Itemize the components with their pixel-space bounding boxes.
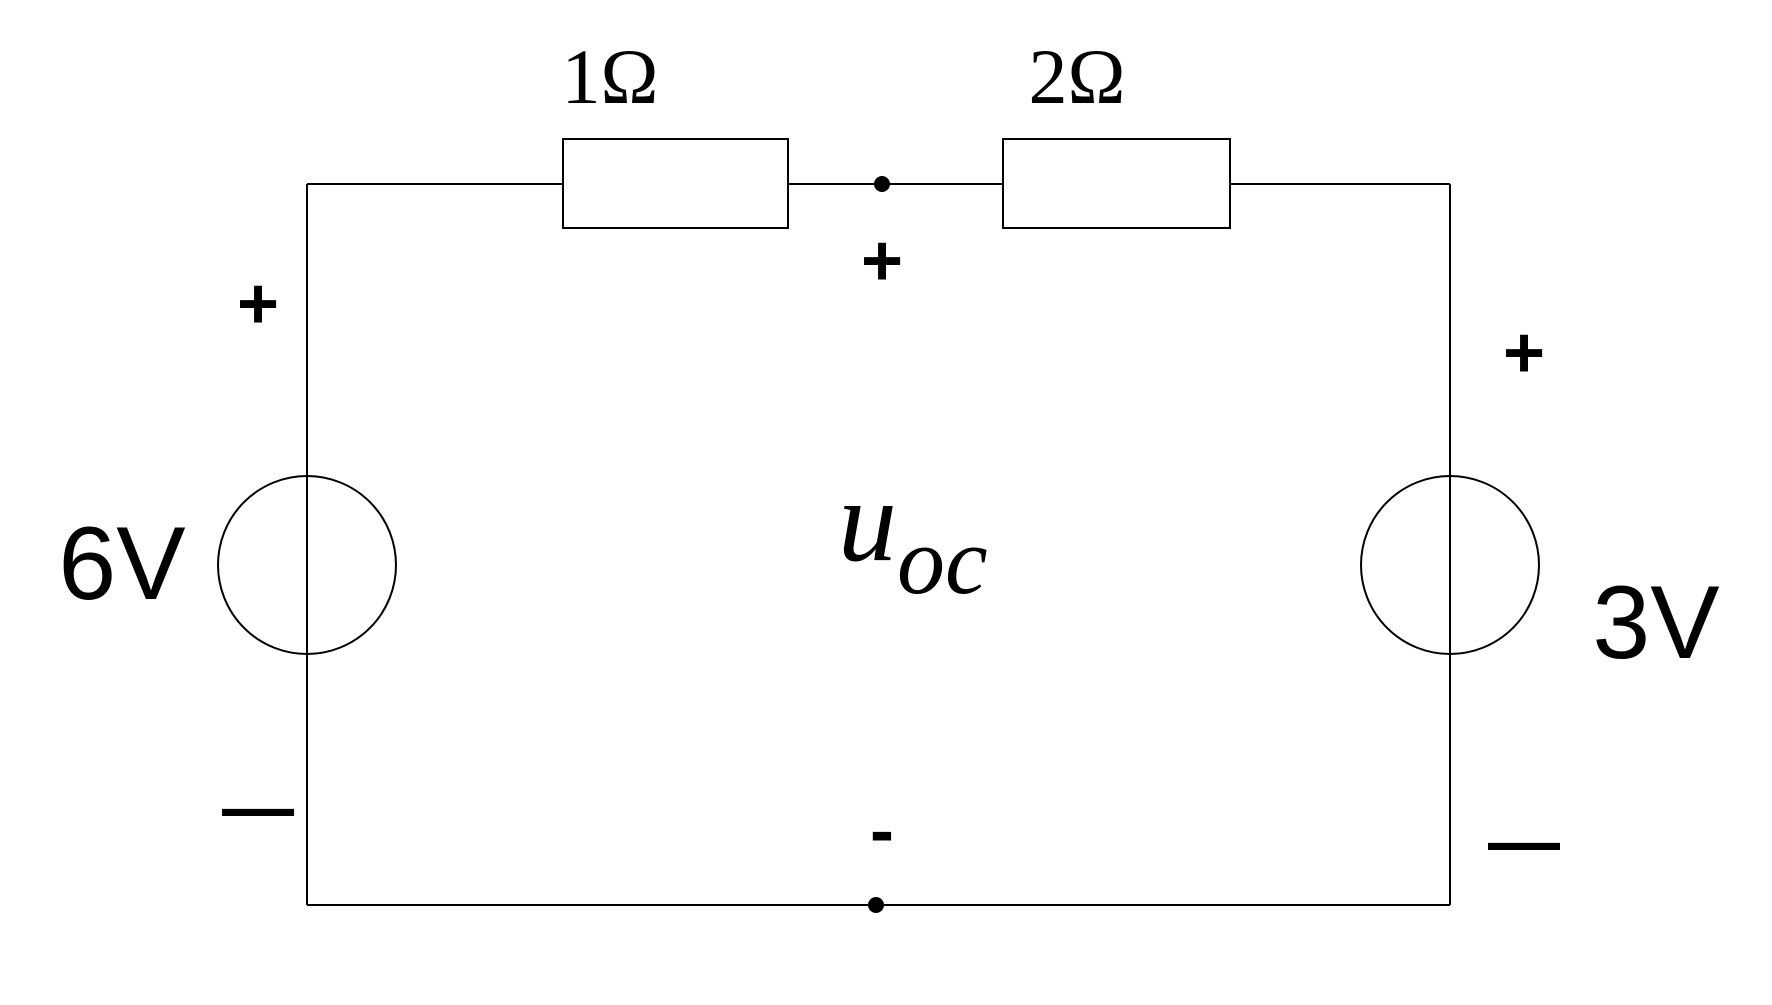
resistor-1ohm bbox=[562, 138, 789, 229]
open-circuit-voltage-symbol: u bbox=[838, 455, 897, 586]
voltage-source-3v-label: 3V bbox=[1592, 565, 1719, 681]
resistor-2ohm bbox=[1002, 138, 1231, 229]
open-circuit-voltage-label: uoc bbox=[838, 455, 988, 614]
source-3v-plus-sign: + bbox=[1503, 313, 1545, 393]
resistor-1ohm-label: 1Ω bbox=[562, 33, 659, 120]
wires bbox=[306, 183, 1451, 906]
output-minus-sign: - bbox=[870, 791, 894, 871]
source-6v-plus-sign: + bbox=[237, 264, 279, 344]
open-circuit-voltage-subscript: oc bbox=[897, 507, 988, 614]
resistor-2ohm-label: 2Ω bbox=[1029, 33, 1126, 120]
voltage-source-6v bbox=[217, 475, 397, 655]
output-node-top bbox=[874, 176, 890, 192]
source-3v-minus-sign: — bbox=[1488, 802, 1560, 882]
output-plus-sign: + bbox=[861, 221, 903, 301]
output-node-bottom bbox=[868, 897, 884, 913]
source-6v-minus-sign: — bbox=[222, 768, 294, 848]
voltage-source-6v-label: 6V bbox=[58, 506, 185, 622]
voltage-source-3v bbox=[1360, 475, 1540, 655]
